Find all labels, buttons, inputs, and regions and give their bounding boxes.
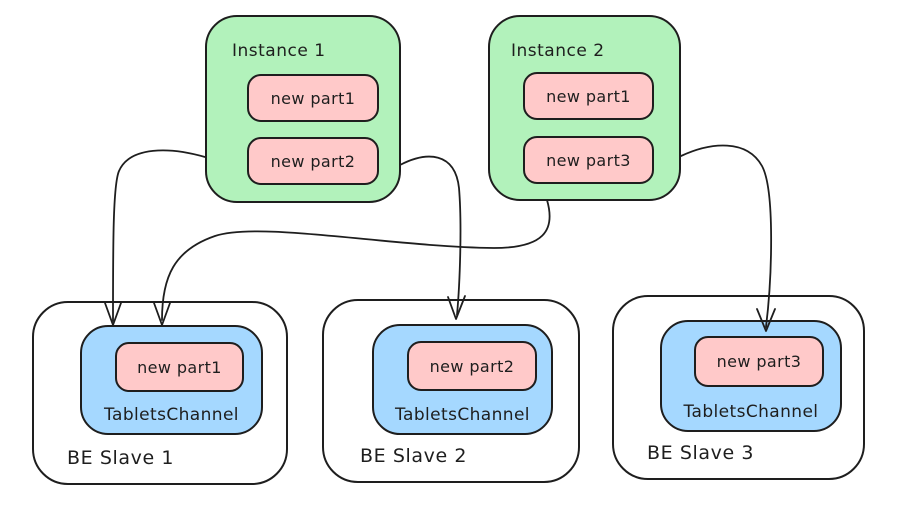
- part-node: new part1: [523, 72, 654, 120]
- slave-label: BE Slave 1: [67, 447, 175, 469]
- slave-node-1: new part1 TabletsChannel BE Slave 1: [32, 301, 288, 485]
- part-node: new part3: [523, 136, 654, 184]
- part-label: new part2: [270, 151, 356, 171]
- instance-node-2: Instance 2 new part1 new part3: [488, 15, 681, 201]
- part-label: new part1: [270, 88, 356, 108]
- channel-node: new part2 TabletsChannel: [372, 324, 553, 435]
- part-node: new part1: [115, 342, 244, 392]
- part-node: new part3: [694, 336, 824, 387]
- part-node: new part2: [407, 341, 537, 391]
- slave-label: BE Slave 2: [360, 445, 468, 467]
- part-node: new part1: [247, 74, 379, 122]
- part-label: new part2: [429, 356, 515, 376]
- edge-instance1-to-slave1: [104, 149, 206, 326]
- instance-node-1: Instance 1 new part1 new part2: [205, 15, 401, 203]
- part-label: new part3: [716, 352, 802, 371]
- part-label: new part1: [137, 357, 222, 377]
- slave-label: BE Slave 3: [647, 442, 755, 464]
- channel-label: TabletsChannel: [395, 405, 530, 425]
- edge-instance1-to-slave2: [399, 155, 466, 320]
- channel-label: TabletsChannel: [104, 405, 239, 425]
- instance-title: Instance 2: [511, 41, 605, 61]
- part-node: new part2: [247, 137, 379, 185]
- slave-node-2: new part2 TabletsChannel BE Slave 2: [322, 299, 580, 483]
- channel-node: new part3 TabletsChannel: [660, 320, 842, 432]
- instance-title: Instance 1: [232, 41, 326, 61]
- part-label: new part3: [546, 150, 631, 170]
- channel-label: TabletsChannel: [683, 402, 819, 422]
- channel-node: new part1 TabletsChannel: [80, 325, 263, 435]
- slave-node-3: new part3 TabletsChannel BE Slave 3: [612, 295, 865, 480]
- part-label: new part1: [546, 86, 631, 106]
